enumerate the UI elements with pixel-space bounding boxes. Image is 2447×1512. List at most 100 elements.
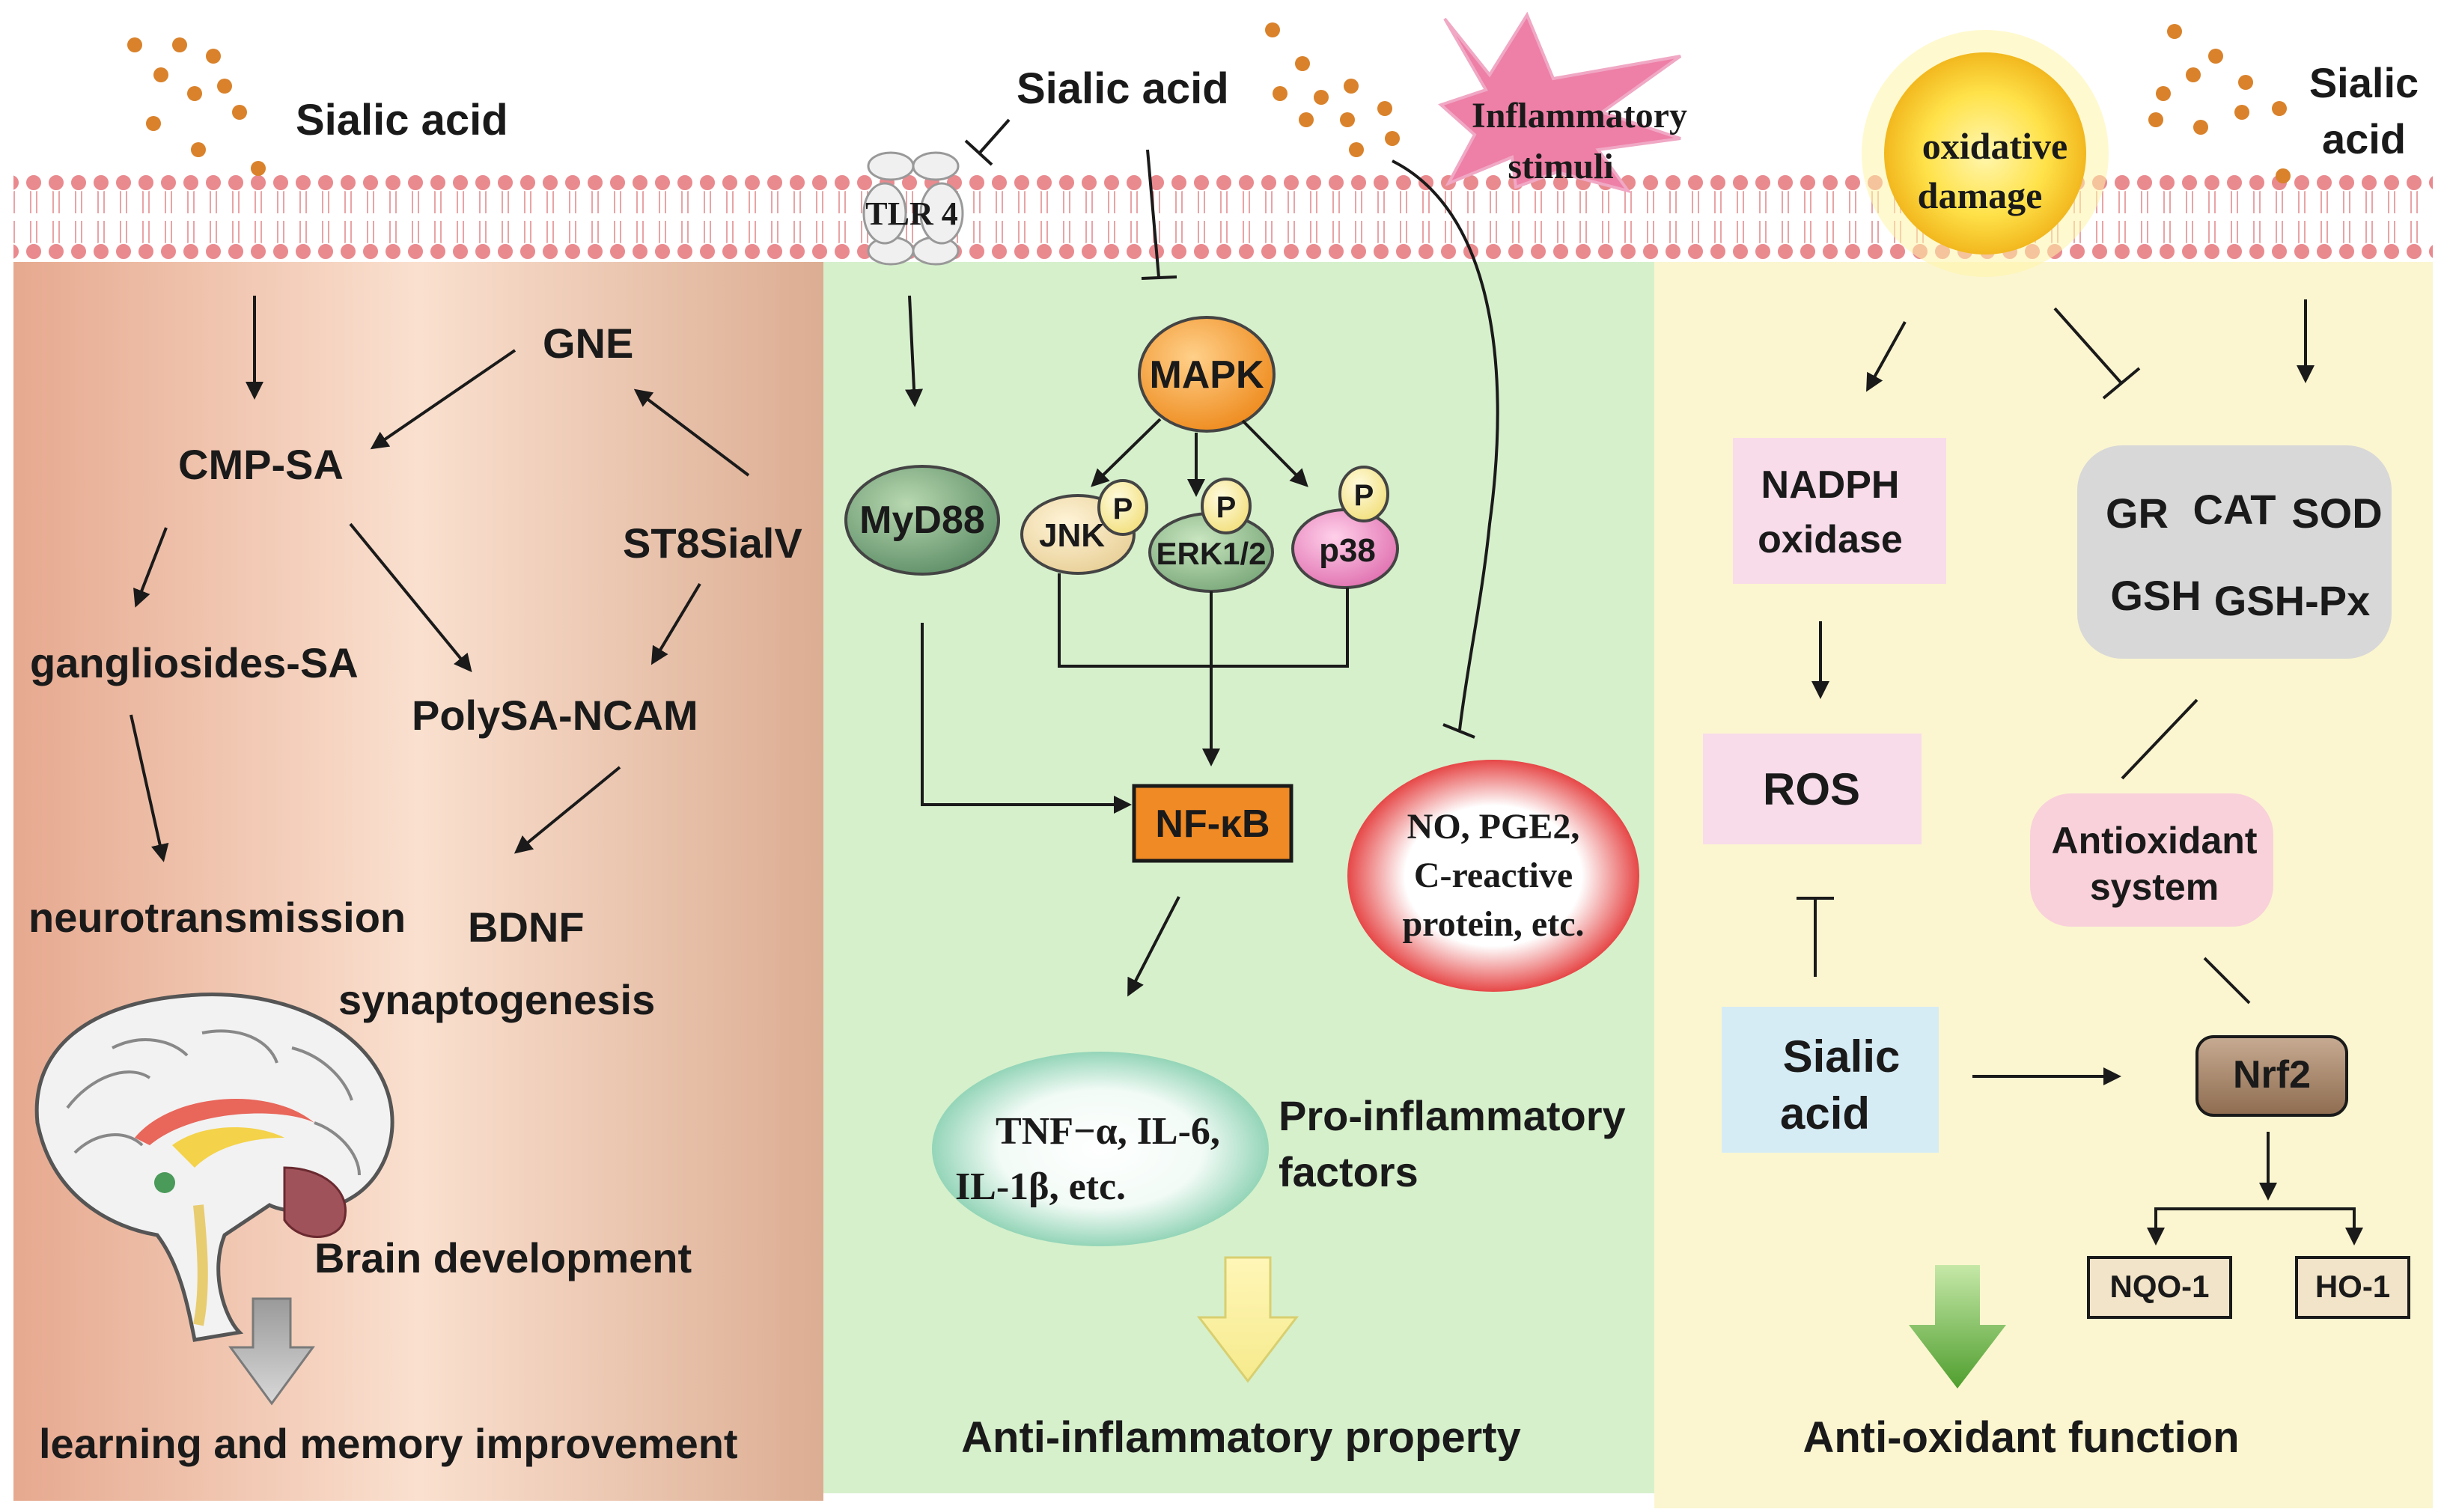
- gne-label: GNE: [543, 320, 633, 367]
- nqo1-box: [2087, 1256, 2232, 1319]
- erk-phospho-label: P: [1216, 491, 1237, 524]
- enzyme-cat: CAT: [2193, 486, 2276, 533]
- brain-development-label: Brain development: [314, 1234, 692, 1281]
- myd88-node: [844, 465, 1000, 576]
- enzyme-gsh-px: GSH-Px: [2214, 577, 2371, 624]
- synaptogenesis-label: synaptogenesis: [338, 976, 655, 1023]
- antioxidant-label-1: Antioxidant: [2052, 820, 2258, 862]
- oxidative-damage-label-1: oxidative: [1922, 125, 2067, 167]
- sialic-box-label-1: Sialic: [1783, 1031, 1901, 1082]
- antioxidant-enzymes-box: [2077, 445, 2392, 659]
- oxidative-damage-burst: [1862, 30, 2109, 277]
- nadph-label-1: NADPH: [1761, 463, 1900, 507]
- arrow-cmp-to-gangliosides: [133, 527, 168, 608]
- nadph-oxidase-box: [1733, 438, 1946, 584]
- nqo1-label: NQO-1: [2109, 1269, 2209, 1304]
- enzyme-sod: SOD: [2291, 490, 2382, 537]
- mediators-label-3: protein, etc.: [1402, 904, 1584, 944]
- inflammatory-stimuli-burst: [1438, 11, 1682, 194]
- nrf2-split-right: [2268, 1207, 2363, 1246]
- ros-label: ROS: [1763, 764, 1860, 814]
- antioxidant-label-2: system: [2090, 866, 2219, 908]
- arrow-polysa-to-bdnf: [514, 766, 621, 854]
- oxidative-damage-label-2: damage: [1918, 174, 2043, 216]
- inhibit-sialic-to-tlr4-bar: [964, 139, 993, 166]
- sialic-acid-label-right-2: acid: [2322, 115, 2406, 162]
- nfkb-label: NF-κB: [1155, 802, 1270, 846]
- p38-phospho-badge: [1338, 466, 1389, 522]
- bdnf-label: BDNF: [468, 903, 585, 951]
- arrow-gangliosides-to-neuro: [129, 714, 169, 862]
- arrow-st8-to-polysa: [650, 582, 701, 665]
- erk-label: ERK1/2: [1156, 536, 1266, 571]
- mapk-convergence-bracket: [1058, 573, 1349, 668]
- anti-oxidant-label: Anti-oxidant function: [1803, 1413, 2239, 1462]
- link-antioxidant-to-nrf2: [2203, 957, 2251, 1005]
- cmp-sa-label: CMP-SA: [178, 441, 344, 488]
- enzyme-gr: GR: [2106, 490, 2169, 537]
- nrf2-label: Nrf2: [2233, 1053, 2311, 1097]
- inhibit-sialic-to-mapk: [1146, 149, 1160, 278]
- inhibit-stimuli-to-mediators-bar: [1442, 723, 1475, 739]
- sialic-acid-dots-left: [127, 37, 266, 176]
- arrow-cmp-to-polysa: [349, 522, 472, 673]
- sialic-acid-label-middle: Sialic acid: [1017, 64, 1229, 113]
- inhibit-sialic-to-mapk-bar: [1141, 275, 1177, 280]
- sialic-acid-dots-right: [2148, 24, 2291, 183]
- ros-box: [1703, 734, 1922, 844]
- inhibit-damage-to-enzymes-bar: [2102, 367, 2141, 400]
- nrf2-split-left: [2147, 1207, 2268, 1246]
- arrow-mapk-to-jnk: [1091, 418, 1162, 487]
- enzyme-gsh: GSH: [2110, 572, 2201, 619]
- p38-label: p38: [1319, 532, 1376, 569]
- inhibit-stimuli-to-mediators: [1392, 159, 1499, 731]
- arrow-nfkb-to-cytokines: [1127, 896, 1180, 997]
- polysa-ncam-label: PolySA-NCAM: [412, 692, 698, 739]
- arrow-myd88-to-nfkb: [921, 623, 1132, 814]
- mapk-node: [1138, 316, 1276, 433]
- brain-illustration: [34, 993, 394, 1342]
- inhibit-sialic-to-tlr4: [978, 118, 1011, 155]
- mapk-label: MAPK: [1149, 353, 1264, 397]
- sialic-acid-box: [1722, 1007, 1939, 1153]
- tlr4-receptor: [862, 151, 964, 266]
- arrow-tlr4-to-myd88: [905, 295, 924, 407]
- inhibit-damage-to-enzymes: [2053, 307, 2124, 385]
- sialic-acid-dots-middle: [1265, 22, 1400, 157]
- st8siaiv-label: ST8SialV: [623, 519, 802, 567]
- neurotransmission-label: neurotransmission: [28, 894, 406, 941]
- nfkb-box: [1132, 784, 1293, 863]
- inflammatory-stimuli-label-1: Inflammatory: [1472, 96, 1687, 135]
- gangliosides-label: gangliosides-SA: [30, 639, 359, 686]
- arrow-gne-to-cmp: [370, 349, 516, 450]
- arrow-st8-to-gne: [633, 388, 750, 477]
- erk-phospho-badge: [1201, 478, 1252, 534]
- nrf2-box: [2195, 1035, 2348, 1117]
- sialic-acid-label-left: Sialic acid: [296, 96, 508, 144]
- link-enzymes-to-antioxidant: [2121, 698, 2198, 780]
- cytokines-label-2: IL-1β, etc.: [955, 1165, 1126, 1208]
- pro-inflammatory-label-1: Pro-inflammatory: [1279, 1092, 1626, 1139]
- jnk-phospho-label: P: [1113, 493, 1133, 525]
- tlr4-label: TLR 4: [865, 195, 957, 232]
- jnk-label: JNK: [1039, 517, 1105, 554]
- down-arrow-right: [1909, 1265, 2006, 1388]
- antioxidant-system-box: [2030, 793, 2273, 927]
- down-arrow-left: [228, 1297, 315, 1406]
- cytokines-label-1: TNF−α, IL-6,: [996, 1110, 1220, 1153]
- inflammatory-stimuli-label-2: stimuli: [1508, 147, 1613, 186]
- myd88-label: MyD88: [859, 499, 985, 542]
- arrow-mapk-to-p38: [1241, 419, 1308, 487]
- sialic-acid-label-right-1: Sialic: [2309, 59, 2419, 106]
- mediators-label-2: C-reactive: [1414, 856, 1573, 895]
- nadph-label-2: oxidase: [1758, 518, 1903, 561]
- p38-phospho-label: P: [1354, 479, 1374, 512]
- jnk-phospho-badge: [1097, 479, 1148, 536]
- mediators-label-1: NO, PGE2,: [1407, 807, 1580, 847]
- anti-inflammatory-label: Anti-inflammatory property: [961, 1413, 1521, 1462]
- left-panel-background: [13, 262, 823, 1501]
- cytokines-ellipse: [932, 1052, 1269, 1246]
- ho1-box: [2295, 1256, 2410, 1319]
- pro-inflammatory-label-2: factors: [1279, 1148, 1418, 1195]
